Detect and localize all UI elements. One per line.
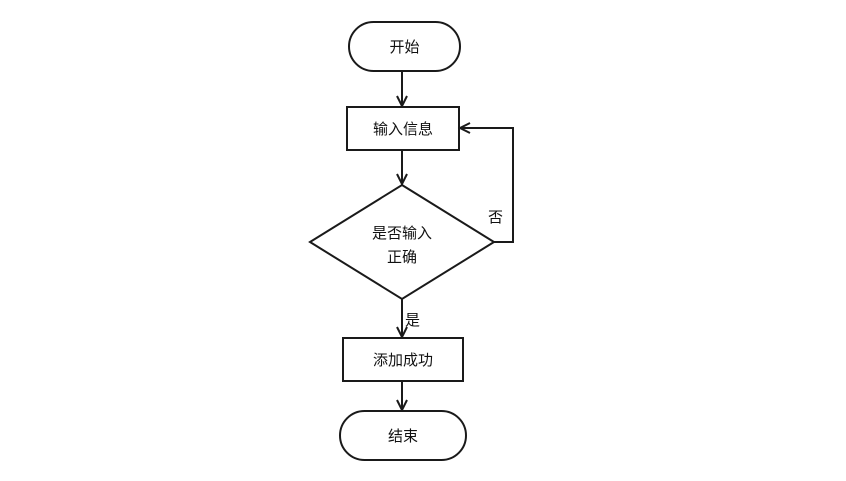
decision-node: 是否输入 正确 [308, 183, 496, 301]
start-node-label: 开始 [389, 38, 419, 56]
no-edge-label: 否 [488, 208, 503, 226]
arrowhead-icon [457, 122, 471, 134]
edge-start-to-input [396, 71, 408, 109]
end-node: 结束 [339, 410, 467, 461]
edge-input-to-decision [396, 150, 408, 187]
success-node-label: 添加成功 [373, 351, 433, 369]
success-node: 添加成功 [342, 337, 464, 382]
end-node-label: 结束 [388, 427, 418, 445]
edge-decision-to-input-no: 否 [457, 122, 514, 243]
edge-decision-to-success-yes: 是 [396, 299, 420, 340]
decision-node-label-line1: 是否输入 [372, 224, 432, 242]
yes-edge-label: 是 [405, 311, 420, 329]
input-node: 输入信息 [346, 106, 460, 151]
success-node-shape [342, 337, 464, 382]
edge-success-to-end [396, 381, 408, 413]
input-node-label: 输入信息 [373, 120, 433, 138]
start-node-shape [348, 21, 461, 72]
edge-decision-to-input-line [460, 127, 514, 243]
end-node-shape [339, 410, 467, 461]
start-node: 开始 [348, 21, 461, 72]
decision-node-label-line2: 正确 [387, 248, 417, 266]
decision-node-shape [308, 183, 496, 301]
